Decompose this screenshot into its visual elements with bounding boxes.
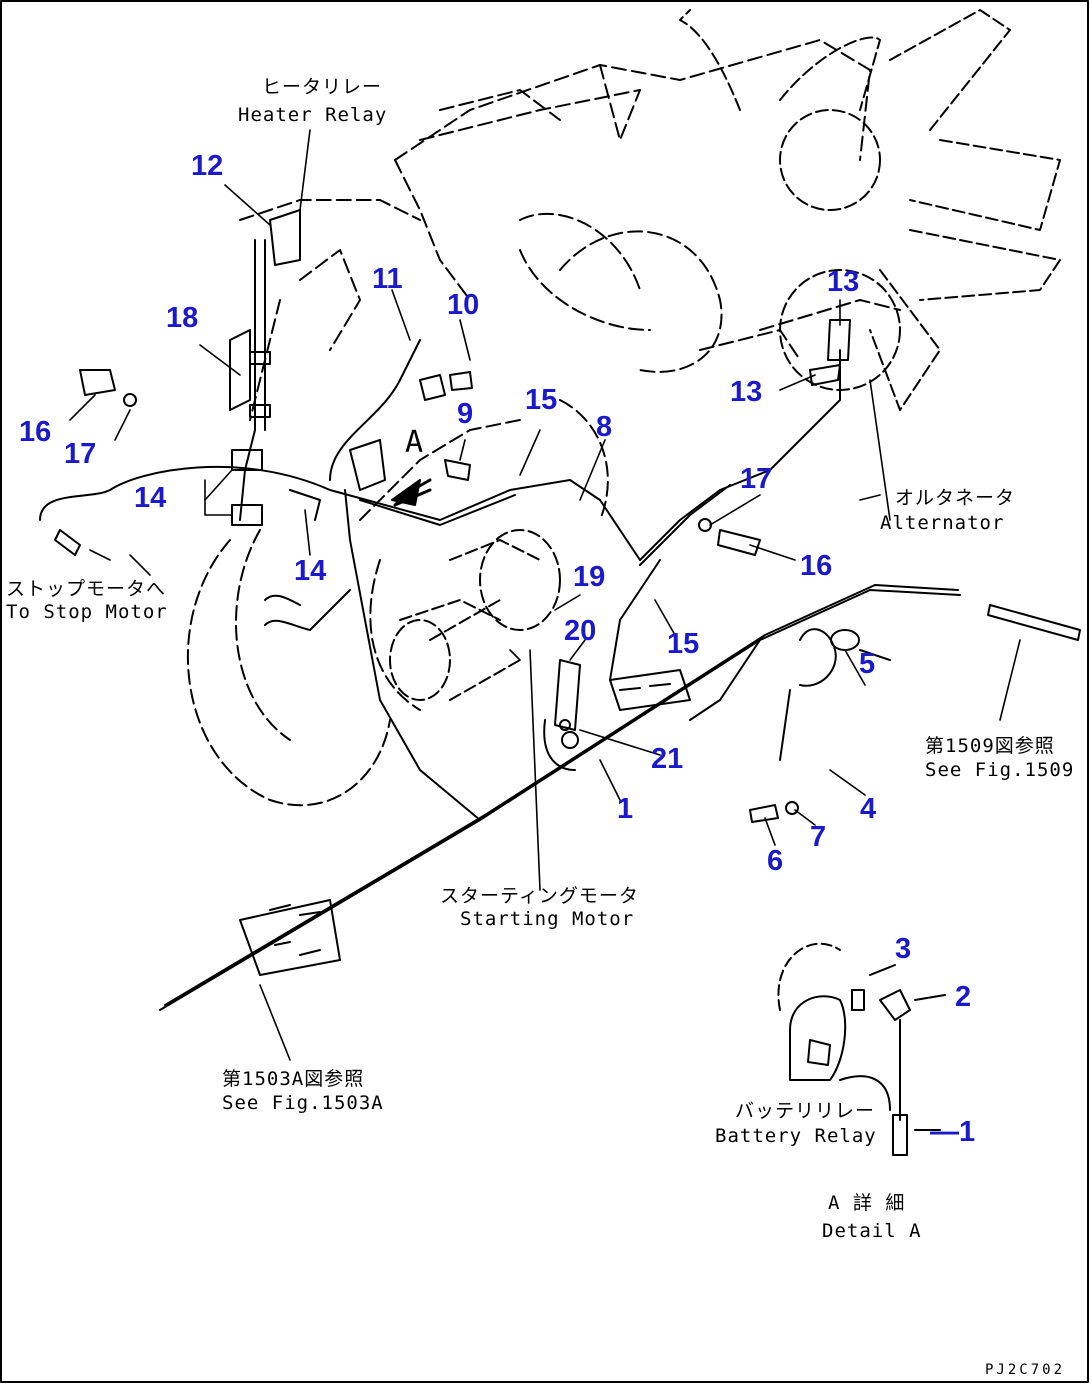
alternator-label-jp: オルタネータ (895, 487, 1016, 509)
callout-4: 4 (860, 793, 877, 825)
drawing-code: PJ2C702 (985, 1362, 1066, 1378)
callout-15: 15 (525, 384, 558, 416)
callout-21: 21 (651, 743, 684, 775)
callout-9: 9 (457, 398, 474, 430)
heater-relay-label-jp: ヒータリレー (262, 76, 383, 98)
starting-motor-label-en: Starting Motor (460, 908, 635, 930)
callout-18: 18 (166, 302, 199, 334)
battery-relay-label-jp: バッテリリレー (735, 1100, 876, 1122)
callout-13: 13 (730, 376, 763, 408)
main-harness (159, 489, 961, 1011)
callout-6: 6 (767, 845, 784, 877)
loose-wires (264, 589, 351, 631)
callout-11: 11 (372, 263, 403, 295)
callout-17: 17 (64, 438, 97, 470)
callout-14: 14 (134, 482, 167, 514)
callout-10: 10 (447, 289, 480, 321)
callout-13: 13 (827, 266, 860, 298)
see-fig-1509-label-jp: 第1509図参照 (925, 735, 1055, 757)
view-arrow-head (391, 479, 421, 506)
callout-7: 7 (810, 821, 827, 853)
heater-relay-label-en: Heater Relay (238, 104, 388, 126)
detail-a-label-jp: A 詳 細 (828, 1192, 906, 1214)
engine-block (186, 39, 901, 807)
callout-14: 14 (294, 555, 327, 587)
callout-16: 16 (19, 416, 52, 448)
leader-lines (69, 129, 1021, 1061)
callout-2: 2 (955, 981, 972, 1013)
harness-clamps (229, 329, 321, 526)
alternator-label-en: Alternator (880, 512, 1005, 534)
detail-a-label-en: Detail A (822, 1220, 922, 1242)
callout-5: 5 (859, 648, 876, 680)
callout-20: 20 (564, 615, 597, 647)
see-fig-1503a-label-en: See Fig.1503A (222, 1092, 384, 1114)
callout-12: 12 (191, 150, 224, 182)
callout-19: 19 (573, 561, 606, 593)
see-fig-1509-label-en: See Fig.1509 (925, 759, 1075, 781)
see-fig-1503a-label-jp: 第1503A図参照 (222, 1068, 365, 1090)
callout-15: 15 (667, 628, 700, 660)
starting-motor-body (389, 529, 561, 701)
battery-relay-label-en: Battery Relay (715, 1125, 877, 1147)
callout-3: 3 (895, 933, 912, 965)
cooling-fan (679, 9, 1061, 411)
callout-17: 17 (740, 463, 773, 495)
starting-motor-label-jp: スターティングモータ (440, 885, 639, 907)
view-a-marker: A (405, 425, 425, 460)
detail-a-view (777, 942, 946, 1156)
callout-1: 1 (617, 793, 634, 825)
callout-16: 16 (800, 550, 833, 582)
stop-motor-label-en: To Stop Motor (6, 601, 168, 623)
sensors (54, 209, 1081, 976)
stop-motor-label-jp: ストップモータへ (6, 578, 167, 600)
callout-1: —1 (930, 1116, 976, 1148)
callout-8: 8 (596, 411, 613, 443)
